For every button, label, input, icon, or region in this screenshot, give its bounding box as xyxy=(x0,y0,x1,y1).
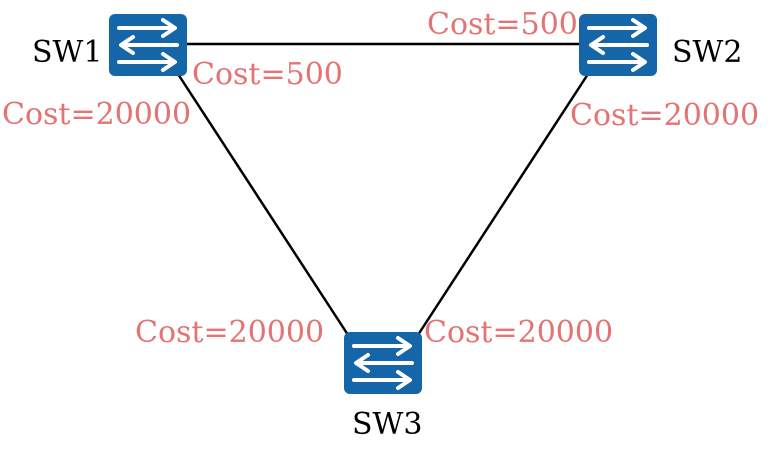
cost-sw3-to-sw2: Cost=20000 xyxy=(424,315,613,350)
sw1-switch[interactable]: SW1 xyxy=(32,14,187,76)
switch-icon xyxy=(579,14,657,76)
cost-sw2-to-sw1: Cost=500 xyxy=(427,7,578,42)
sw2-label: SW2 xyxy=(672,35,742,70)
link-sw2-sw3 xyxy=(414,73,590,339)
cost-sw1-to-sw2: Cost=500 xyxy=(192,57,343,92)
switch-icon xyxy=(344,332,422,394)
sw3-switch[interactable]: SW3 xyxy=(344,332,422,442)
sw1-label: SW1 xyxy=(32,35,102,70)
sw3-label: SW3 xyxy=(352,407,422,442)
cost-sw1-to-sw3: Cost=20000 xyxy=(2,97,191,132)
sw2-switch[interactable]: SW2 xyxy=(579,14,742,76)
cost-sw2-to-sw3: Cost=20000 xyxy=(570,98,759,133)
cost-sw3-to-sw1: Cost=20000 xyxy=(135,315,324,350)
switch-icon xyxy=(109,14,187,76)
link-sw1-sw3 xyxy=(176,73,352,339)
